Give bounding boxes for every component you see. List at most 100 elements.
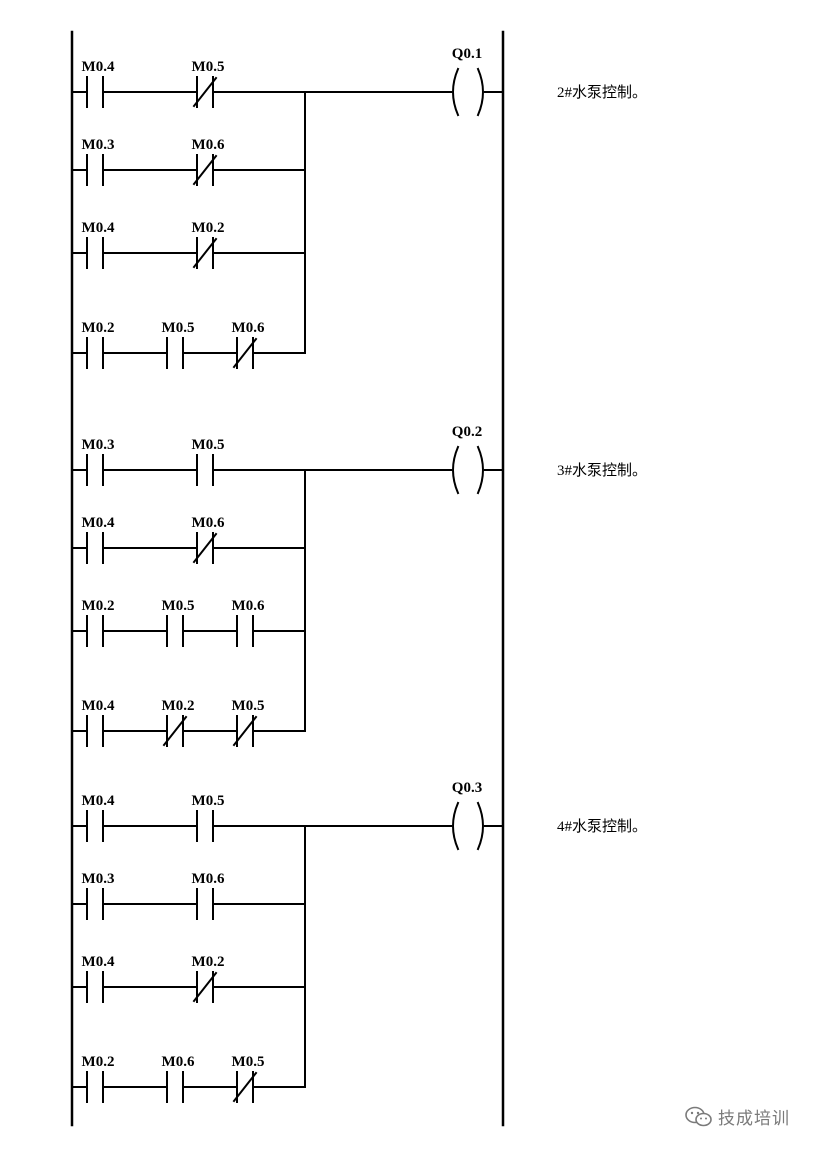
no-contact: M0.5 (192, 793, 225, 842)
nc-slash (162, 715, 188, 747)
nc-contact: M0.6 (232, 320, 265, 369)
coil-right-arc (476, 801, 484, 851)
no-contact: M0.3 (82, 871, 115, 920)
coil-label: Q0.3 (452, 780, 482, 796)
branch: M0.4 M0.5 (71, 59, 306, 108)
no-contact: M0.4 (82, 698, 115, 747)
contact-label: M0.5 (232, 698, 265, 714)
nc-contact: M0.2 (192, 954, 225, 1003)
output-coil: Q0.2 (452, 424, 504, 495)
nc-slash (232, 715, 258, 747)
branch: M0.2 M0.6 M0.5 (71, 1054, 306, 1103)
contact-label: M0.5 (232, 1054, 265, 1070)
no-contact: M0.4 (82, 59, 115, 108)
branch: M0.4 M0.2 M0.5 (71, 698, 306, 747)
rung-comment: 4#水泵控制。 (557, 819, 648, 835)
nc-slash (192, 971, 218, 1003)
contact-label: M0.3 (82, 871, 115, 887)
output-coil: Q0.1 (452, 46, 504, 117)
contact-label: M0.5 (162, 320, 195, 336)
coil-right-arc (476, 67, 484, 117)
contact-label: M0.5 (192, 59, 225, 75)
coil-label: Q0.1 (452, 46, 482, 62)
contact-label: M0.5 (192, 437, 225, 453)
no-contact: M0.5 (162, 598, 195, 647)
contact-label: M0.6 (192, 515, 225, 531)
branch: M0.4 M0.2 (71, 220, 306, 269)
rung-comment: 2#水泵控制。 (557, 85, 648, 101)
nc-slash (192, 532, 218, 564)
nc-contact: M0.6 (192, 137, 225, 186)
nc-contact: M0.5 (232, 698, 265, 747)
watermark-text: 技成培训 (718, 1109, 790, 1129)
no-contact: M0.6 (192, 871, 225, 920)
no-contact: M0.2 (82, 320, 115, 369)
contact-label: M0.4 (82, 59, 115, 75)
no-contact: M0.6 (162, 1054, 195, 1103)
output-coil: Q0.3 (452, 780, 504, 851)
coil-left-arc (452, 445, 460, 495)
contact-label: M0.4 (82, 793, 115, 809)
contact-label: M0.2 (192, 220, 225, 236)
branch: M0.3 M0.6 (71, 137, 306, 186)
contact-label: M0.6 (192, 871, 225, 887)
nc-slash (192, 154, 218, 186)
no-contact: M0.3 (82, 437, 115, 486)
no-contact: M0.6 (232, 598, 265, 647)
contact-label: M0.4 (82, 515, 115, 531)
nc-contact: M0.2 (162, 698, 195, 747)
nc-contact: M0.6 (192, 515, 225, 564)
nc-slash (232, 337, 258, 369)
contact-label: M0.6 (232, 598, 265, 614)
no-contact: M0.4 (82, 515, 115, 564)
nc-slash (192, 76, 218, 108)
no-contact: M0.2 (82, 1054, 115, 1103)
no-contact: M0.5 (162, 320, 195, 369)
wechat-icon (685, 1106, 712, 1126)
contact-label: M0.2 (82, 320, 115, 336)
contact-label: M0.3 (82, 137, 115, 153)
branch: M0.4 M0.6 (71, 515, 306, 564)
no-contact: M0.4 (82, 220, 115, 269)
nc-contact: M0.5 (192, 59, 225, 108)
nc-slash (232, 1071, 258, 1103)
contact-label: M0.2 (82, 1054, 115, 1070)
contact-label: M0.5 (162, 598, 195, 614)
contact-label: M0.2 (192, 954, 225, 970)
coil-label: Q0.2 (452, 424, 482, 440)
contact-label: M0.4 (82, 698, 115, 714)
branch: M0.4 M0.2 (71, 954, 306, 1003)
contact-label: M0.2 (162, 698, 195, 714)
coil-left-arc (452, 801, 460, 851)
watermark: 技成培训 (684, 1104, 790, 1129)
branch: M0.2 M0.5 M0.6 (71, 598, 306, 647)
coil-right-arc (476, 445, 484, 495)
contact-label: M0.2 (82, 598, 115, 614)
coil-left-arc (452, 67, 460, 117)
contact-label: M0.4 (82, 954, 115, 970)
nc-contact: M0.2 (192, 220, 225, 269)
contact-label: M0.4 (82, 220, 115, 236)
branch: M0.2 M0.5 M0.6 (71, 320, 306, 369)
nc-slash (192, 237, 218, 269)
no-contact: M0.5 (192, 437, 225, 486)
contact-label: M0.6 (192, 137, 225, 153)
branch: M0.3 M0.5 (71, 437, 306, 486)
rung-comment: 3#水泵控制。 (557, 463, 648, 479)
contact-label: M0.5 (192, 793, 225, 809)
contact-label: M0.6 (232, 320, 265, 336)
contact-label: M0.3 (82, 437, 115, 453)
contact-label: M0.6 (162, 1054, 195, 1070)
no-contact: M0.4 (82, 793, 115, 842)
branch: M0.3 M0.6 (71, 871, 306, 920)
no-contact: M0.2 (82, 598, 115, 647)
nc-contact: M0.5 (232, 1054, 265, 1103)
no-contact: M0.4 (82, 954, 115, 1003)
branch: M0.4 M0.5 (71, 793, 306, 842)
no-contact: M0.3 (82, 137, 115, 186)
